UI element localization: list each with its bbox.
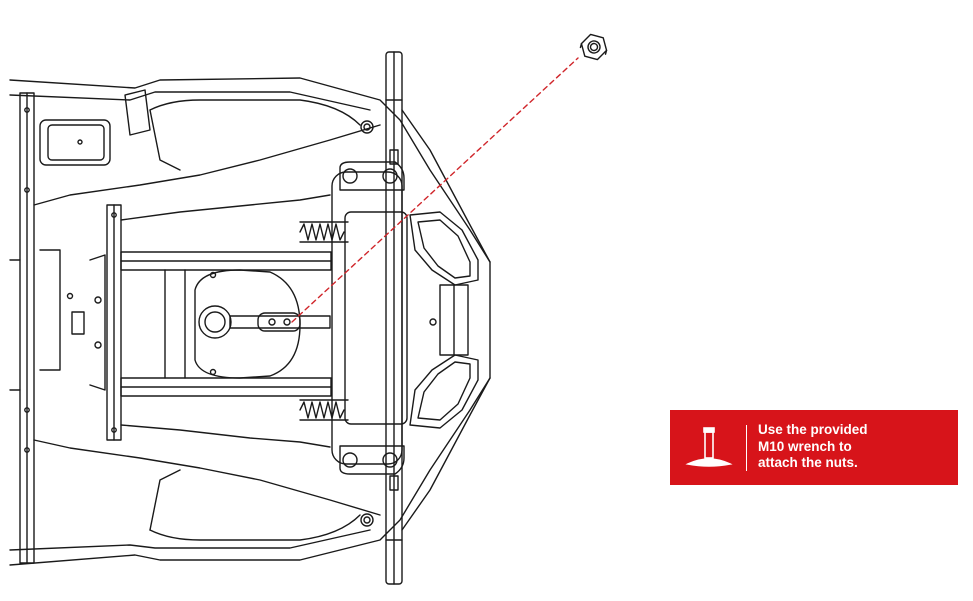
callout-divider [746, 425, 747, 471]
upper-frame [9, 77, 491, 263]
instruction-callout: Use the provided M10 wrench to attach th… [670, 410, 958, 485]
front-plate [331, 51, 408, 585]
lower-frame [9, 377, 491, 566]
right-bumper [401, 109, 491, 531]
bolt-icon [685, 427, 733, 467]
hex-nut-icon [579, 33, 608, 61]
callout-text: Use the provided M10 wrench to attach th… [758, 422, 868, 470]
springs [299, 221, 349, 421]
alignment-guide-line [291, 57, 579, 323]
center-carriage [39, 249, 332, 397]
